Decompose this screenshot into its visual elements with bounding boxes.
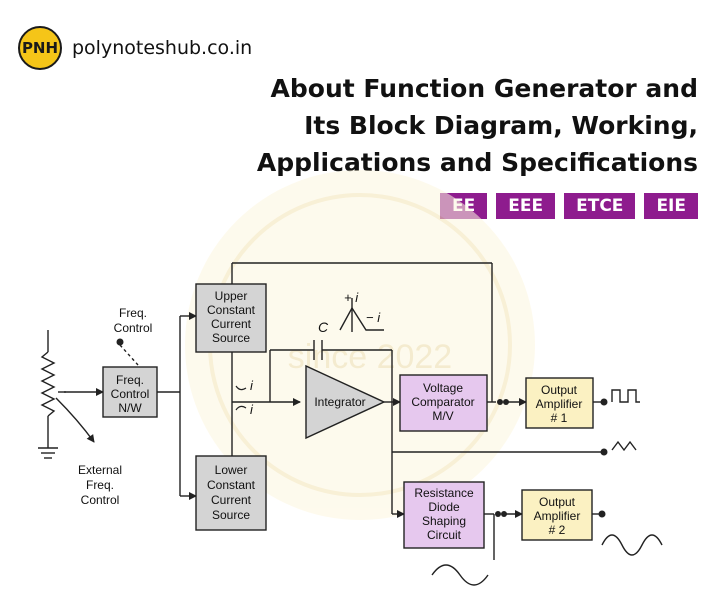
voltage-comparator-block [399, 374, 488, 432]
freq-control-nw-block [102, 366, 158, 418]
ext-label-2: Freq. [86, 478, 114, 492]
lower-label-1: Lower [215, 463, 248, 477]
nw-label-3: N/W [118, 401, 142, 415]
tag-eie[interactable]: EIE [644, 193, 698, 219]
wires [38, 262, 604, 560]
freq-control-label-2: Control [114, 321, 153, 335]
shaping-label-2: Diode [428, 500, 460, 514]
lower-label-4: Source [212, 508, 250, 522]
comparator-label-3: M/V [432, 409, 453, 423]
lower-label-2: Constant [207, 478, 256, 492]
comparator-label-1: Voltage [423, 381, 463, 395]
output-amplifier-2-block [521, 489, 593, 541]
freq-control-label-1: Freq. [119, 306, 147, 320]
lower-source-block [195, 455, 267, 531]
lower-label-3: Current [211, 493, 252, 507]
square-wave-icon [611, 389, 640, 403]
tag-etce[interactable]: ETCE [564, 193, 636, 219]
sine-wave-output-icon [601, 534, 663, 556]
integrator-ramp-icon [339, 306, 384, 331]
integrator-block [305, 364, 386, 440]
page-title: About Function Generator and Its Block D… [228, 70, 698, 181]
site-name[interactable]: polynoteshub.co.in [72, 37, 253, 59]
tag-eee[interactable]: EEE [496, 193, 556, 219]
title-line-2: Its Block Diagram, Working, [304, 111, 698, 140]
minus-i-label: − i [366, 310, 381, 325]
upper-source-block [195, 283, 267, 353]
shaping-label-3: Shaping [422, 514, 466, 528]
i-down-label: i [250, 402, 254, 417]
upper-label-2: Constant [207, 303, 256, 317]
brand: PNH polynoteshub.co.in [18, 26, 252, 70]
amp2-label-2: Amplifier [534, 509, 581, 523]
amp1-label-3: # 1 [551, 411, 568, 425]
amp1-label-1: Output [541, 383, 578, 397]
upper-label-1: Upper [215, 289, 248, 303]
junction-dots [116, 338, 608, 518]
sine-wave-input-icon [431, 564, 489, 586]
comparator-label-2: Comparator [411, 395, 474, 409]
amp1-label-2: Amplifier [536, 397, 583, 411]
upper-label-4: Source [212, 331, 250, 345]
waveforms [339, 298, 663, 586]
title-line-1: About Function Generator and [270, 74, 698, 103]
watermark: since 2022 [185, 170, 535, 520]
amp2-label-3: # 2 [549, 523, 566, 537]
triangle-wave-icon [611, 440, 637, 452]
nw-label-2: Control [111, 387, 150, 401]
shaping-label-4: Circuit [427, 528, 462, 542]
integrator-label: Integrator [314, 395, 365, 409]
plus-i-label: + i [344, 290, 359, 305]
title-line-3: Applications and Specifications [256, 148, 698, 177]
amp2-label-1: Output [539, 495, 576, 509]
ext-label-1: External [78, 463, 122, 477]
upper-label-3: Current [211, 317, 252, 331]
capacitor-label: C [318, 319, 329, 335]
output-amplifier-1-block [525, 377, 594, 429]
shaping-label-1: Resistance [414, 486, 474, 500]
ext-label-3: Control [81, 493, 120, 507]
pnh-logo-icon: PNH [18, 26, 62, 70]
i-up-label: i [250, 378, 254, 393]
nw-label-1: Freq. [116, 373, 144, 387]
current-arrows [235, 385, 247, 411]
resistance-diode-block [403, 481, 485, 549]
